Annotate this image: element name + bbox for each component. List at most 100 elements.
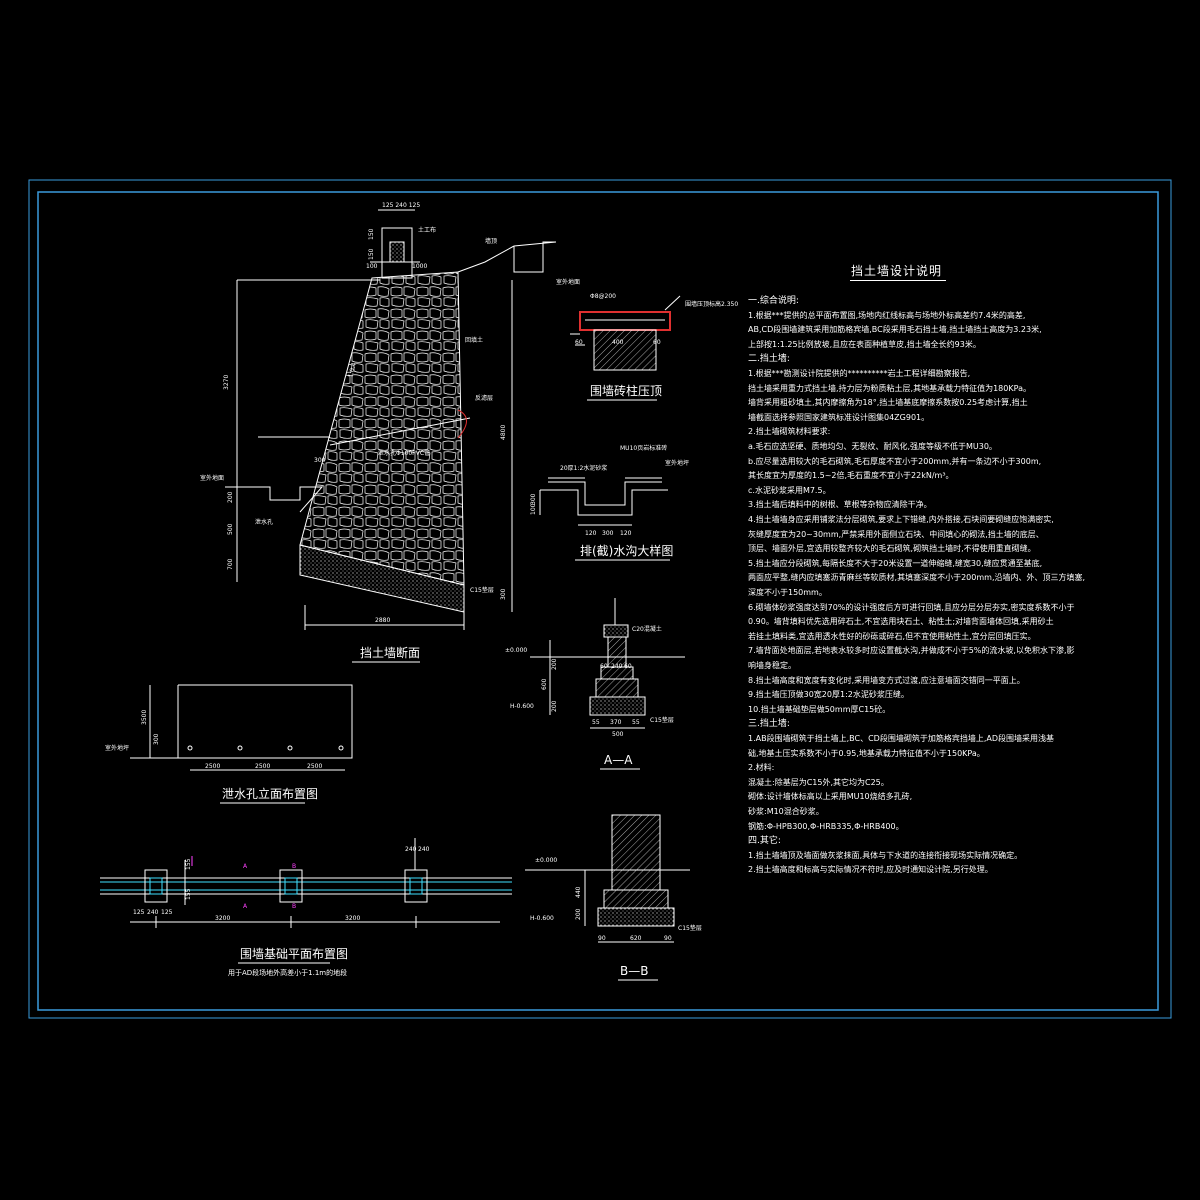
ditch-outline-outer <box>540 489 668 516</box>
notes-line: 2.挡土墙高度和标高与实际情况不符时,应及时通知设计院,另行处理。 <box>748 865 993 875</box>
pillar-label-elev: 围墙压顶标高2.350 <box>685 300 738 308</box>
bb-dim-440: 440 <box>575 886 582 898</box>
aa-label-c15: C15垫层 <box>650 716 674 724</box>
weep-hole <box>187 745 193 751</box>
ditch-dim-1: 300 <box>602 530 614 537</box>
pillar-dim-2: 60 <box>653 339 661 346</box>
notes-line: 钢筋:Φ-HPB300,Φ-HRB335,Φ-HRB400。 <box>748 821 904 831</box>
aa-dim-500: 500 <box>612 731 624 738</box>
ditch-label-mortar: 20厚1:2水泥砂浆 <box>560 464 607 472</box>
title-section-bb: B—B <box>620 964 648 978</box>
notes-line: 砂浆:M10混合砂浆。 <box>748 807 824 816</box>
notes-line: 1.根据***勘测设计院提供的**********岩土工程详细勘察报告, <box>748 369 971 378</box>
plan-dim-125b: 125 <box>161 909 173 916</box>
drain-ditch-detail <box>539 477 668 526</box>
label-drain: 泄水孔 <box>255 518 273 526</box>
aa-dim-240: 240 <box>611 663 623 670</box>
notes-line: 深度不小于150mm。 <box>748 588 827 597</box>
notes-line: 1.根据***提供的总平面布置图,场地内红线标高与场地外标高差约7.4米的高差, <box>748 310 1026 320</box>
plan-dim-155a: 155 <box>185 858 192 870</box>
dim-right-height: 4800 <box>500 425 507 440</box>
label-fill-soil: 回填土 <box>465 336 483 344</box>
plan-pier <box>279 869 303 903</box>
notes-line: 2.挡土墙砌筑材料要求: <box>748 427 831 437</box>
title-foundation-plan: 围墙基础平面布置图 <box>240 947 348 961</box>
notes-line: 6.砌墙体砂浆强度达到70%的设计强度后方可进行回填,且应分层分层夯实,密实度系… <box>748 602 1075 612</box>
aa-dim-600: 600 <box>541 678 548 690</box>
ditch-label-cover: MU10页岩标准砖 <box>620 444 667 452</box>
label-c15: C15垫层 <box>470 586 494 594</box>
dim-200: 200 <box>227 491 234 503</box>
aa-label-cap: C20混凝土 <box>632 625 662 633</box>
bb-dim-620: 620 <box>630 935 642 942</box>
notes-line: 混凝土:除基层为C15外,其它均为C25。 <box>748 777 889 787</box>
section-aa <box>530 598 685 729</box>
notes-line: 砌体:设计墙体标高以上采用MU10烧结多孔砖, <box>748 792 913 802</box>
label-ground-left: 室外地面 <box>200 474 224 482</box>
dim-top: 125 240 125 <box>382 202 420 209</box>
plan-dim-125a: 125 <box>133 909 145 916</box>
aa-dim-55a: 55 <box>592 719 600 726</box>
plan-label-a2: A <box>243 903 248 910</box>
bb-dim-90b: 90 <box>664 935 672 942</box>
weep-dim-1: 2500 <box>255 763 270 770</box>
pillar-dim-0: 60 <box>575 339 583 346</box>
notes-title: 挡土墙设计说明 <box>851 264 943 278</box>
inner-frame <box>37 191 1159 1011</box>
ground-slope-right <box>457 245 515 273</box>
label-geotextile: 土工布 <box>418 226 436 234</box>
plan-dim-240a: 240 <box>405 846 417 853</box>
dim-1000: 1000 <box>412 263 427 270</box>
title-weep-hole: 泄水孔立面布置图 <box>222 786 318 801</box>
pillar-top-detail <box>570 295 681 371</box>
notes-heading: 二.挡土墙: <box>748 354 790 365</box>
ditch-right <box>513 241 556 273</box>
bb-dim-90a: 90 <box>598 935 606 942</box>
notes-line: 4.挡土墙墙身应采用铺浆法分层砌筑,要求上下错缝,内外搭接,石块间要砌缝应饱满密… <box>748 515 1054 524</box>
title-wall-section: 挡土墙断面 <box>360 645 420 660</box>
subtitle-foundation-plan: 用于AD段场地外高差小于1.1m的地段 <box>228 968 347 977</box>
notes-heading: 一.综合说明: <box>748 296 799 306</box>
plan-dim-3200a: 3200 <box>215 915 230 922</box>
notes-heading: 四.其它: <box>748 836 781 847</box>
aa-dim-55b: 55 <box>632 719 640 726</box>
notes-line: 1.挡土墙墙顶及墙面做灰浆抹面,具体与下水道的连接衔接现场实际情况确定。 <box>748 850 1023 860</box>
dim-300: 300 <box>500 588 507 600</box>
pillar-cap <box>579 311 671 331</box>
title-drain-ditch: 排(截)水沟大样图 <box>580 543 673 558</box>
notes-line: c.水泥砂浆采用M7.5。 <box>748 485 831 495</box>
notes-line: a.毛石应选坚硬、质地均匀、无裂纹、耐风化,强度等级不低于MU30。 <box>748 442 997 451</box>
title-pillar-top: 围墙砖柱压顶 <box>590 383 662 398</box>
ditch-label-ground: 室外地坪 <box>665 459 689 467</box>
notes-line: 础,地基土压实系数不小于0.95,地基承载力特征值不小于150KPa。 <box>748 748 985 758</box>
plan-label-b2: B <box>292 903 296 910</box>
ground-steps-left <box>225 486 324 513</box>
label-ground-right: 室外地面 <box>556 278 580 286</box>
notes-line: 8.挡土墙高度和宽度有变化时,采用墙变方式过渡,应注意墙面交错同一平面上。 <box>748 675 1025 685</box>
bb-wall <box>611 814 661 891</box>
aa-step2 <box>595 678 639 698</box>
dim-150a: 150 <box>368 228 375 240</box>
pillar-label-top: Φ8@200 <box>590 293 616 300</box>
plan-label-a1: A <box>243 863 248 870</box>
weep-label-ground: 室外地坪 <box>105 744 129 752</box>
bb-base <box>597 907 675 927</box>
aa-dim-200a: 200 <box>551 658 558 670</box>
section-bb <box>525 814 690 943</box>
weep-dim-0: 2500 <box>205 763 220 770</box>
label-drain-note: 泄水孔Φ100PVC管 <box>378 449 430 457</box>
wall-top-cap <box>389 241 405 263</box>
notes-line: 3.挡土墙后填料中的树根、草根等杂物应清除干净。 <box>748 500 932 510</box>
notes-line: b.应尽量选用较大的毛石砌筑,毛石厚度不宜小于200mm,并有一条边不小于300… <box>748 456 1042 466</box>
dim-100: 100 <box>366 263 378 270</box>
bb-dim-200: 200 <box>575 908 582 920</box>
notes-line: 2.材料: <box>748 763 775 773</box>
label-wall-top: 墙顶 <box>485 237 497 245</box>
dim-700: 700 <box>227 558 234 570</box>
weep-dim-2: 2500 <box>307 763 322 770</box>
notes-line: 墙截面选择参照国家建筑标准设计图集04ZG901。 <box>748 412 930 422</box>
retaining-wall-section <box>225 209 557 630</box>
plan-dim-240c: 240 <box>147 909 159 916</box>
bb-label-c15: C15垫层 <box>678 924 702 932</box>
plan-dim-3200b: 3200 <box>345 915 360 922</box>
